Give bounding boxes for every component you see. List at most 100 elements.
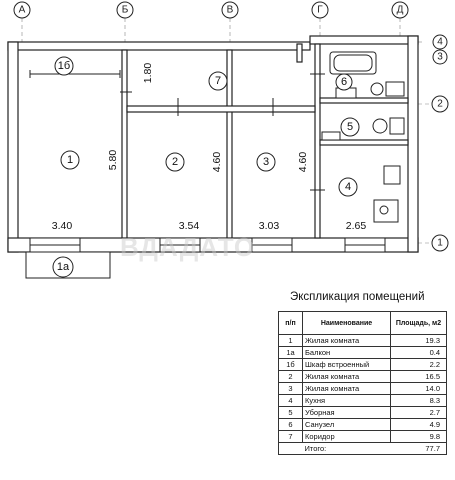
room-number-1: 1 — [67, 154, 73, 166]
dimension-corridor-depth: 1.80 — [142, 63, 154, 84]
row-area: 2.7 — [390, 406, 447, 419]
room-number-6: 6 — [341, 76, 347, 88]
row-area: 2.2 — [390, 358, 447, 371]
toilet-bath — [370, 81, 405, 97]
room-label-5: 5 — [340, 117, 360, 137]
explication-title: Экспликация помещений — [290, 291, 425, 303]
header-area: Площадь, м2 — [390, 311, 447, 335]
axis-marker-d: Д — [391, 1, 409, 19]
floor-plan: А Б В Г Д 4 3 2 1 — [7, 1, 449, 279]
bathtub — [329, 51, 377, 75]
row-num: 1б — [278, 358, 303, 371]
axis-marker-1: 1 — [431, 234, 449, 252]
row-num: 7 — [278, 430, 303, 443]
room-label-4: 4 — [338, 177, 358, 197]
row-num: 1 — [278, 334, 303, 347]
axis-label-3: 3 — [437, 52, 443, 63]
watermark: ВДАДАТО — [120, 232, 255, 262]
row-area: 16.5 — [390, 370, 447, 383]
row-num: 3 — [278, 382, 303, 395]
axis-marker-g: Г — [311, 1, 329, 19]
axis-label-2: 2 — [437, 99, 443, 110]
axis-label-a: А — [19, 5, 26, 16]
walls — [7, 35, 419, 253]
row-area: 19.3 — [390, 334, 447, 347]
room-number-5: 5 — [347, 121, 353, 133]
dimension-room2-width: 3.54 — [179, 220, 200, 232]
room-label-1b: 1б — [54, 56, 74, 76]
row-name: Санузел — [302, 418, 391, 431]
axis-marker-b: Б — [116, 1, 134, 19]
room-label-2: 2 — [165, 152, 185, 172]
wc-fixture — [321, 131, 341, 141]
axis-label-b: Б — [122, 5, 129, 16]
room-label-1: 1 — [60, 150, 80, 170]
kitchen-stove — [373, 199, 399, 223]
axis-label-4: 4 — [437, 37, 443, 48]
kitchen-sink — [383, 165, 401, 185]
door-marks — [120, 73, 325, 191]
room-number-1a: 1а — [57, 261, 70, 273]
axis-marker-4: 4 — [432, 34, 448, 50]
row-num: 5 — [278, 406, 303, 419]
room-number-3: 3 — [263, 156, 269, 168]
row-name: Кухня — [302, 394, 391, 407]
axis-marker-a: А — [13, 1, 31, 19]
axis-marker-3: 3 — [432, 49, 448, 65]
row-num: 4 — [278, 394, 303, 407]
axis-lines — [21, 18, 430, 244]
dimension-room2-depth: 4.60 — [211, 152, 223, 173]
axis-label-1: 1 — [437, 238, 443, 249]
room-number-1b: 1б — [58, 60, 70, 72]
row-name: Коридор — [302, 430, 391, 443]
toilet-wc — [372, 117, 405, 135]
windows — [29, 237, 386, 253]
row-area: 8.3 — [390, 394, 447, 407]
row-name: Уборная — [302, 406, 391, 419]
axis-marker-v: В — [221, 1, 239, 19]
dimension-room1-width: 3.40 — [52, 220, 73, 232]
header-num: п/п — [278, 311, 303, 335]
total-label: Итого: — [302, 442, 391, 455]
axis-marker-2: 2 — [431, 95, 449, 113]
explication-header-row: п/п Наименование Площадь, м2 — [278, 311, 447, 335]
dimension-kitchen-width: 2.65 — [346, 220, 367, 232]
row-area: 4.9 — [390, 418, 447, 431]
row-name: Балкон — [302, 346, 391, 359]
dimension-room3-depth: 4.60 — [297, 152, 309, 173]
axis-label-g: Г — [317, 5, 323, 16]
closet-dimension — [29, 70, 121, 78]
row-area: 9.8 — [390, 430, 447, 443]
row-name: Жилая комната — [302, 370, 391, 383]
dimension-room3-width: 3.03 — [259, 220, 280, 232]
row-area: 0.4 — [390, 346, 447, 359]
room-label-7: 7 — [208, 71, 228, 91]
room-label-3: 3 — [256, 152, 276, 172]
row-area: 14.0 — [390, 382, 447, 395]
table-total-row: Итого: 77.7 — [278, 442, 447, 455]
header-name: Наименование — [302, 311, 391, 335]
row-name: Жилая комната — [302, 382, 391, 395]
room-number-2: 2 — [172, 156, 178, 168]
row-name: Шкаф встроенный — [302, 358, 391, 371]
row-name: Жилая комната — [302, 334, 391, 347]
total-area: 77.7 — [390, 442, 447, 455]
dimension-room1-depth: 5.80 — [107, 150, 119, 171]
room-number-7: 7 — [215, 75, 221, 87]
row-num: 1а — [278, 346, 303, 359]
axis-label-d: Д — [397, 5, 404, 16]
row-num: 2 — [278, 370, 303, 383]
room-number-4: 4 — [345, 181, 351, 193]
row-num: 6 — [278, 418, 303, 431]
axis-label-v: В — [227, 5, 234, 16]
